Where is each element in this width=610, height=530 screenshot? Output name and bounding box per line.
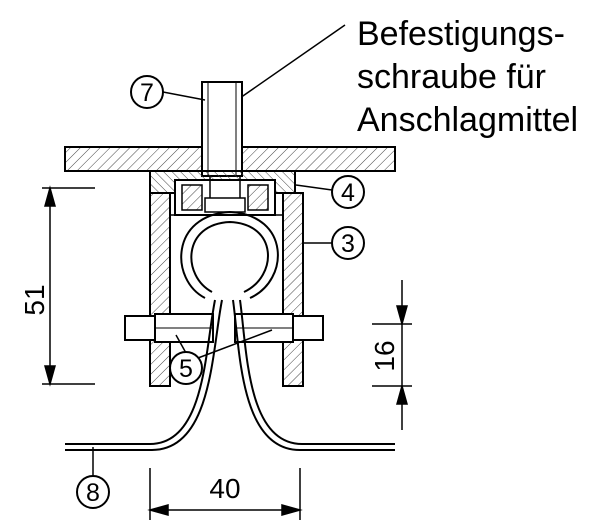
dimension-16 bbox=[372, 280, 412, 430]
callout-label-4: 4 bbox=[341, 179, 355, 207]
caption-line-2: schraube für bbox=[357, 58, 546, 96]
callout-8: 8 bbox=[76, 447, 110, 509]
dimension-40 bbox=[147, 468, 303, 520]
callout-4: 4 bbox=[295, 175, 365, 209]
caption: Befestigungs- schraube für Anschlagmitte… bbox=[357, 15, 578, 139]
fastening-screw bbox=[201, 81, 243, 177]
holder-block bbox=[149, 170, 296, 216]
dimension-label-width: 40 bbox=[209, 473, 240, 504]
dimension-label-gap: 16 bbox=[369, 340, 400, 371]
caption-leader-line bbox=[239, 24, 346, 99]
callout-label-3: 3 bbox=[341, 230, 355, 258]
callout-5: 5 bbox=[169, 329, 273, 385]
callout-label-5: 5 bbox=[179, 355, 193, 383]
callout-label-7: 7 bbox=[140, 79, 154, 107]
callout-3: 3 bbox=[303, 226, 365, 260]
clamp-jaws bbox=[124, 313, 324, 343]
caption-line-1: Befestigungs- bbox=[357, 15, 565, 53]
callout-7: 7 bbox=[130, 75, 206, 109]
membrane-sheet bbox=[65, 299, 395, 451]
dimension-label-height: 51 bbox=[19, 284, 50, 315]
callout-label-8: 8 bbox=[86, 479, 100, 507]
clamp-bend bbox=[180, 210, 279, 299]
dimension-51 bbox=[42, 185, 95, 387]
caption-line-3: Anschlagmittel bbox=[357, 101, 578, 139]
